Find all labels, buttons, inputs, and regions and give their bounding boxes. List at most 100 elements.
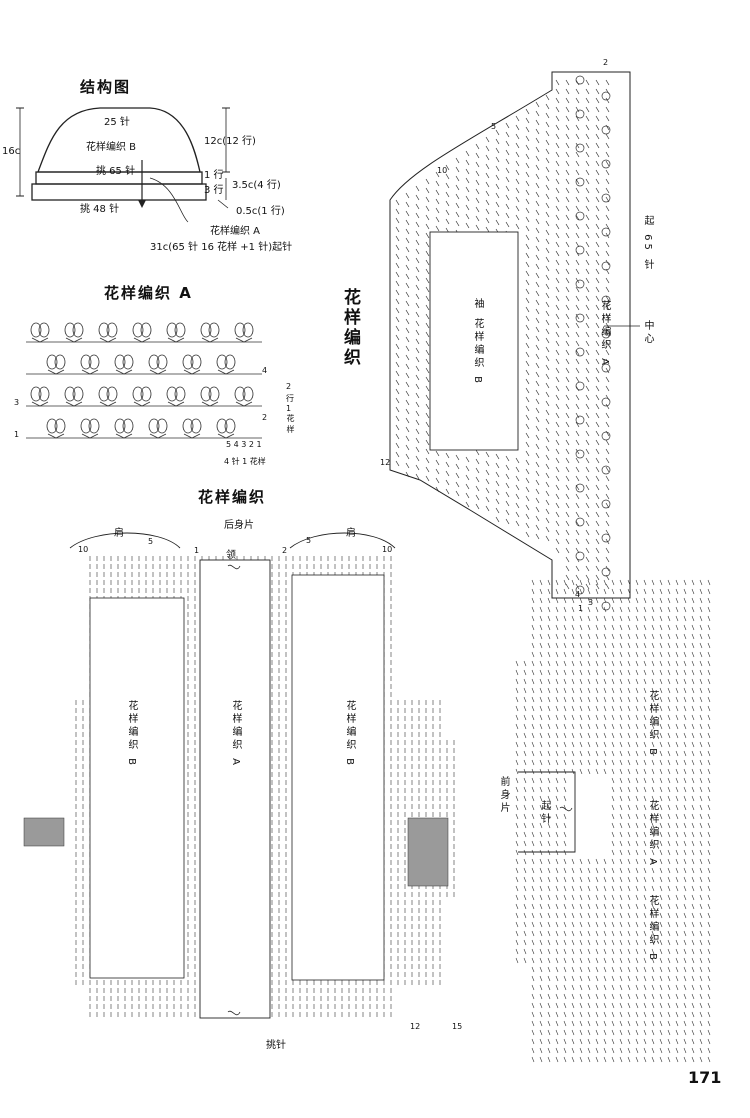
sleeve-stitch [595, 178, 600, 185]
front-stitch [539, 840, 543, 847]
front-stitch [603, 759, 607, 766]
front-stitch [611, 759, 615, 766]
front-stitch [619, 858, 623, 865]
front-stitch [683, 687, 687, 694]
front-stitch [595, 750, 599, 757]
sleeve-stitch [545, 238, 550, 245]
sleeve-stitch [595, 439, 600, 446]
front-stitch [699, 678, 703, 685]
pattern-a-cluster [114, 354, 126, 370]
front-stitch [595, 660, 599, 667]
front-stitch [699, 750, 703, 757]
front-stitch [659, 732, 663, 739]
front-stitch [683, 903, 687, 910]
front-stitch [595, 624, 599, 631]
front-stitch [635, 714, 639, 721]
front-stitch [587, 1011, 591, 1018]
back-chart-title: 花样编织 [198, 488, 267, 506]
front-stitch [603, 1056, 607, 1063]
front-stitch [691, 876, 695, 883]
front-stitch [635, 1038, 639, 1045]
front-stitch [515, 795, 519, 802]
sleeve-stitch [445, 227, 450, 234]
front-stitch [579, 714, 583, 721]
front-stitch [587, 1002, 591, 1009]
front-stitch [563, 786, 567, 793]
front-stitch [523, 948, 527, 955]
sleeve-stitch [595, 286, 600, 293]
front-stitch [707, 714, 711, 721]
front-stitch [603, 948, 607, 955]
front-stitch [667, 1029, 671, 1036]
front-stitch [579, 1038, 583, 1045]
front-stitch [675, 975, 679, 982]
front-stitch [707, 777, 711, 784]
sleeve-stitch [395, 262, 400, 269]
sleeve-stitch [575, 115, 580, 122]
front-stitch [619, 804, 623, 811]
sleeve-stitch [585, 124, 590, 131]
pattern-a-cluster [30, 322, 42, 338]
front-stitch [571, 966, 575, 973]
sleeve-stitch [465, 456, 470, 463]
front-stitch [683, 1038, 687, 1045]
front-stitch [587, 903, 591, 910]
sleeve-stitch [595, 385, 600, 392]
front-stitch [531, 984, 535, 991]
front-stitch [579, 993, 583, 1000]
sleeve-stitch [555, 466, 560, 473]
sleeve-stitch [555, 205, 560, 212]
front-stitch [683, 669, 687, 676]
sleeve-stitch [545, 121, 550, 128]
front-stitch [579, 948, 583, 955]
front-top-pattern-b: 花样编织 B [647, 690, 658, 759]
sleeve-stitch [575, 187, 580, 194]
sleeve-stitch [485, 199, 490, 206]
front-stitch [531, 858, 535, 865]
front-stitch [531, 660, 535, 667]
front-stitch [619, 867, 623, 874]
pattern-a-cluster [106, 386, 118, 402]
sleeve-stitch [565, 493, 570, 500]
front-stitch [683, 858, 687, 865]
sleeve-stitch [415, 356, 420, 363]
sleeve-stitch [405, 246, 410, 253]
front-stitch [683, 732, 687, 739]
front-stitch [531, 633, 535, 640]
front-stitch [555, 1047, 559, 1054]
sleeve-stitch [585, 385, 590, 392]
front-stitch [691, 831, 695, 838]
front-stitch [571, 876, 575, 883]
front-stitch [515, 723, 519, 730]
front-stitch [603, 984, 607, 991]
sleeve-stitch [545, 373, 550, 380]
front-stitch [691, 957, 695, 964]
front-stitch [675, 876, 679, 883]
front-stitch [659, 885, 663, 892]
front-stitch [547, 858, 551, 865]
sleeve-stitch [405, 426, 410, 433]
front-stitch [523, 705, 527, 712]
front-stitch [539, 894, 543, 901]
sleeve-stitch [445, 209, 450, 216]
sleeve-stitch [575, 565, 580, 572]
back-n1: 1 [194, 546, 200, 555]
sleeve-stitch [525, 531, 530, 538]
sleeve-stitch [605, 583, 610, 590]
front-stitch [635, 624, 639, 631]
front-stitch [515, 903, 519, 910]
front-stitch [699, 966, 703, 973]
front-stitch [579, 903, 583, 910]
sleeve-stitch [605, 538, 610, 545]
front-stitch [659, 849, 663, 856]
front-stitch [627, 1029, 631, 1036]
front-stitch [555, 651, 559, 658]
front-stitch [515, 948, 519, 955]
sleeve-motif [601, 397, 611, 407]
sleeve-stitch [535, 227, 540, 234]
front-stitch [667, 759, 671, 766]
sleeve-stitch [605, 376, 610, 383]
front-stitch [683, 849, 687, 856]
front-stitch [539, 1011, 543, 1018]
front-stitch [531, 885, 535, 892]
